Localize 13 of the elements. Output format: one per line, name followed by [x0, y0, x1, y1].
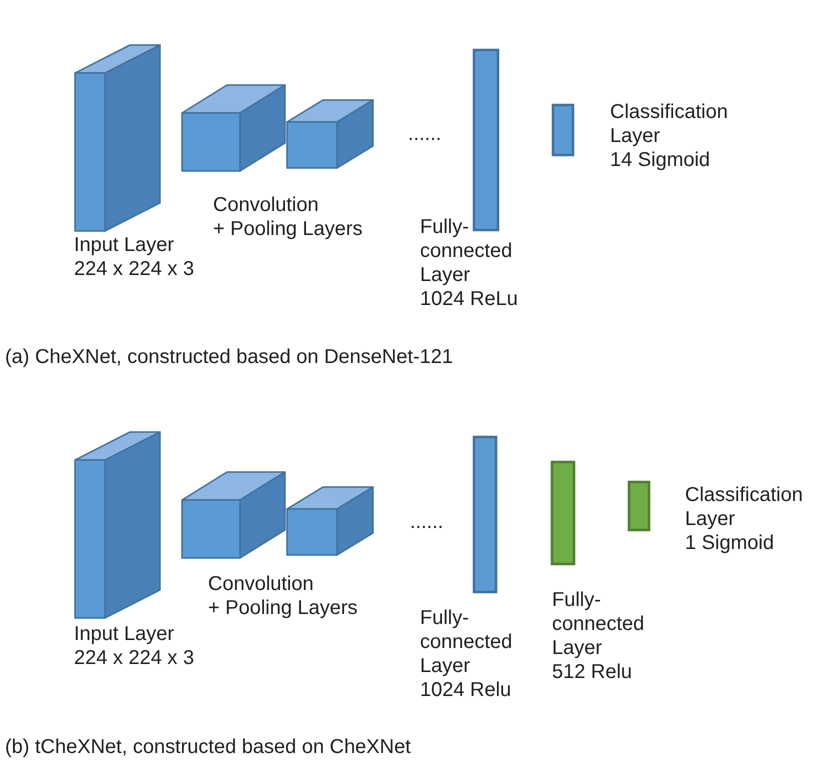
ellipsis-label: ......	[410, 510, 444, 534]
caption: (b) tCheXNet, constructed based on CheXNet	[5, 735, 411, 759]
layer-label: Convolution + Pooling Layers	[208, 572, 358, 620]
layer-label: Classification Layer 1 Sigmoid	[685, 483, 803, 555]
caption: (a) CheXNet, constructed based on DenseNet-121	[5, 345, 454, 369]
ellipsis-label: ......	[408, 122, 442, 146]
layer-label: Input Layer 224 x 224 x 3	[74, 622, 194, 670]
layer-label: Convolution + Pooling Layers	[213, 193, 363, 241]
layer-label: Input Layer 224 x 224 x 3	[74, 233, 194, 281]
layer-label: Fully- connected Layer 1024 ReLu	[420, 215, 518, 311]
layer-label: Fully- connected Layer 1024 Relu	[420, 606, 512, 702]
layer-label: Fully- connected Layer 512 Relu	[552, 588, 644, 684]
layer-label: Classification Layer 14 Sigmoid	[610, 100, 728, 172]
